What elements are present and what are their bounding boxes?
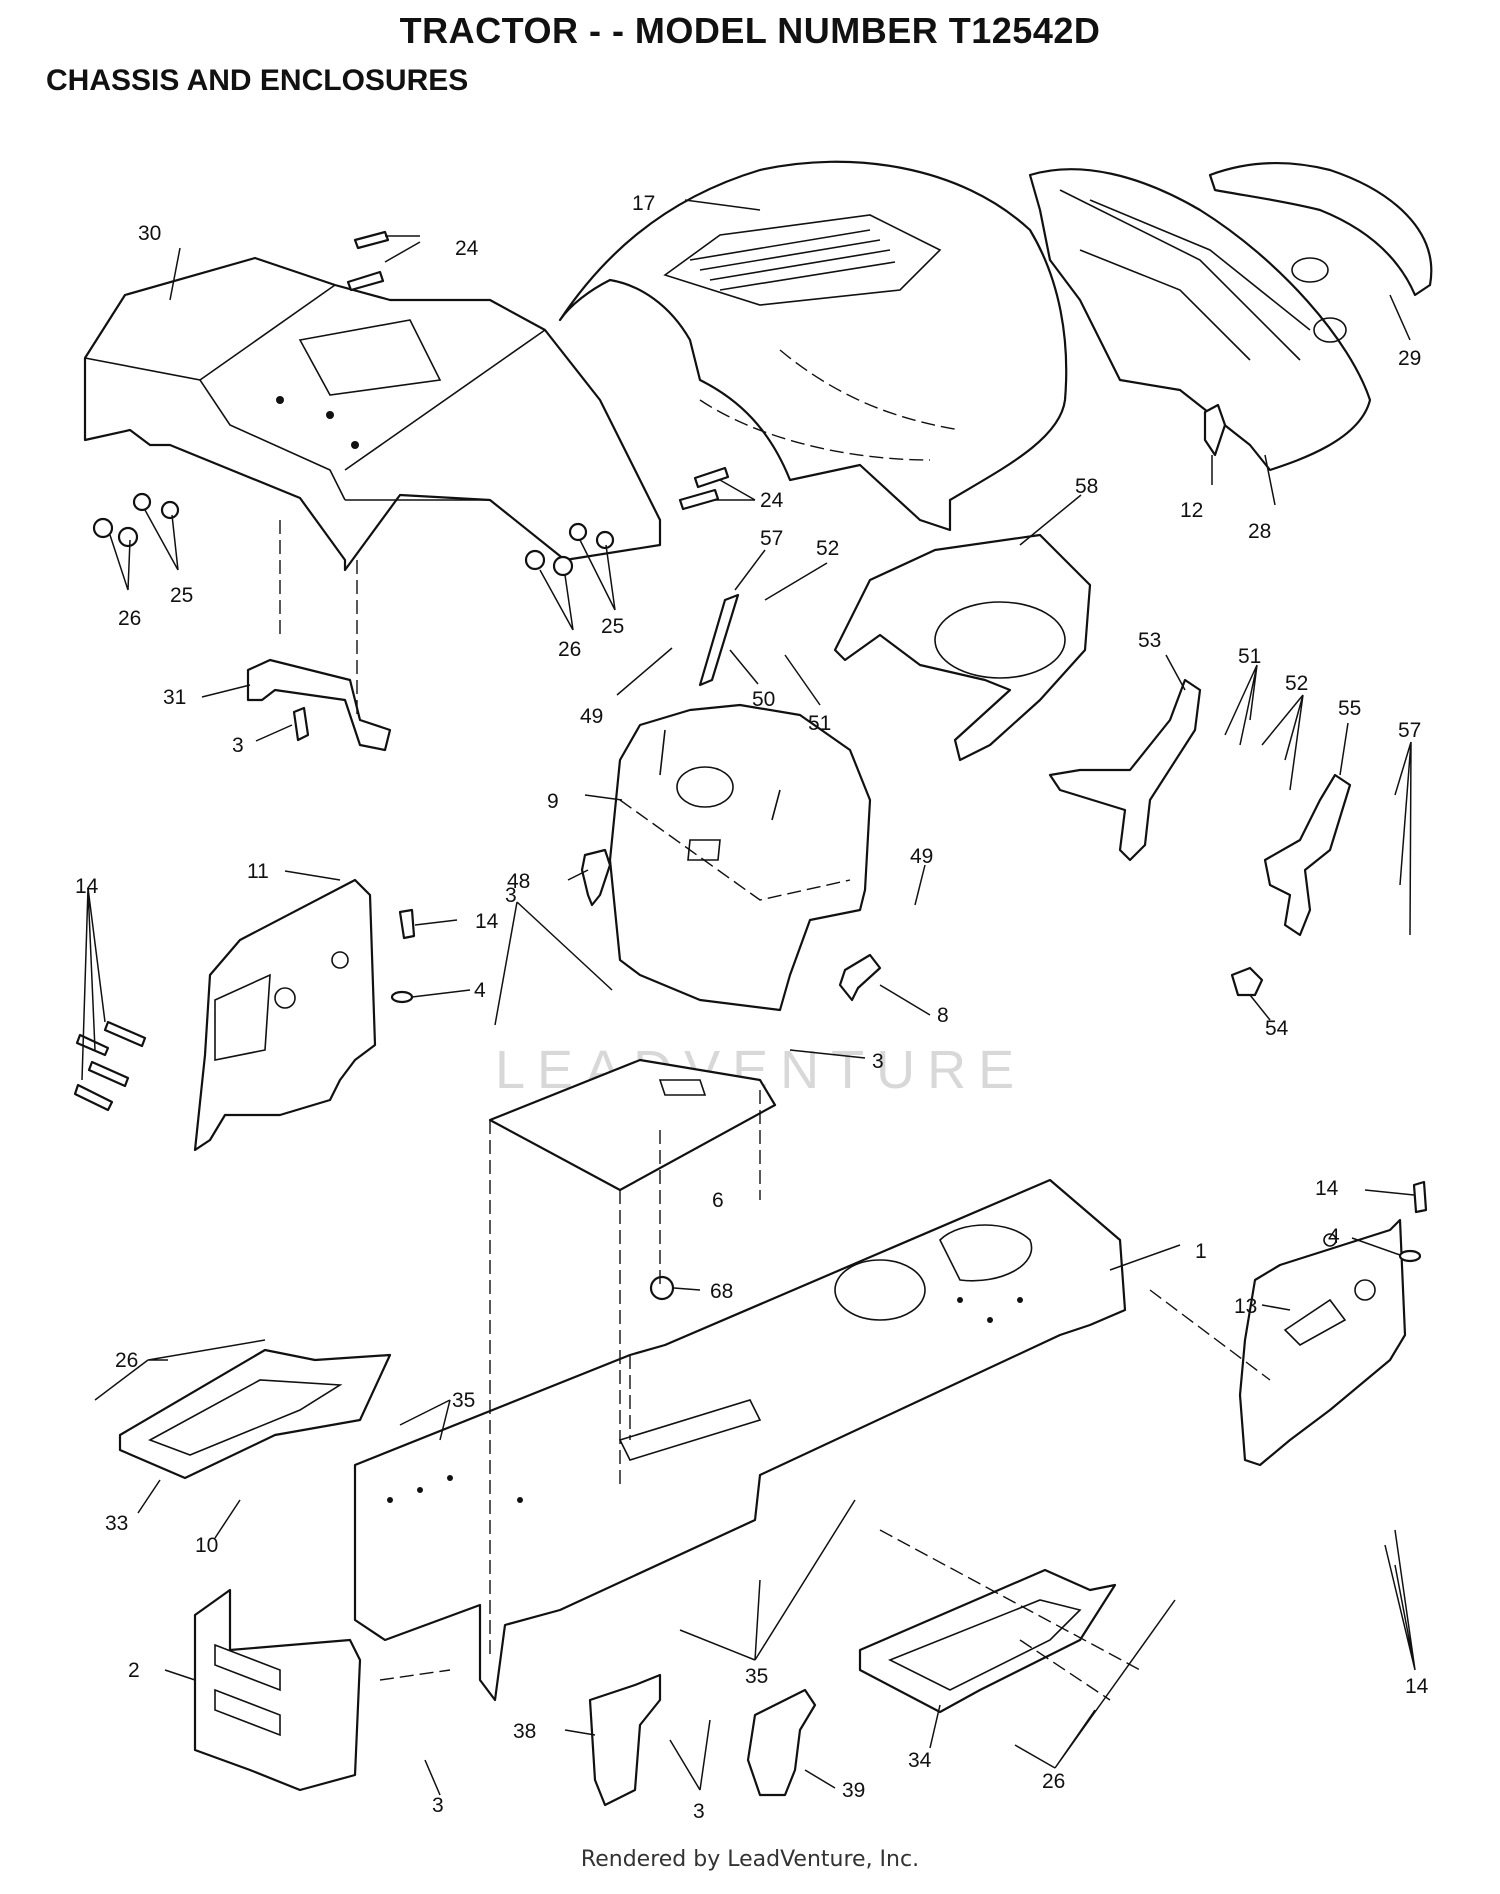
callout-14: 14 bbox=[1405, 1675, 1429, 1698]
callout-3: 3 bbox=[872, 1050, 884, 1073]
hardware-misc bbox=[73, 706, 1428, 1301]
callout-24: 24 bbox=[760, 489, 784, 512]
callout-10: 10 bbox=[195, 1534, 218, 1557]
callout-52: 52 bbox=[1285, 672, 1308, 695]
part-knob-54 bbox=[1230, 966, 1264, 997]
callout-3: 3 bbox=[232, 734, 244, 757]
callout-3: 3 bbox=[505, 884, 517, 907]
callout-49: 49 bbox=[910, 845, 933, 868]
part-hood bbox=[558, 160, 1068, 532]
part-side-panel-11 bbox=[193, 878, 377, 1152]
callout-25: 25 bbox=[170, 584, 193, 607]
part-footrest-33 bbox=[118, 1348, 392, 1480]
callout-26: 26 bbox=[115, 1349, 138, 1372]
footer-credit: Rendered by LeadVenture, Inc. bbox=[580, 1847, 920, 1872]
callout-25: 25 bbox=[601, 615, 624, 638]
callout-1: 1 bbox=[1195, 1240, 1207, 1263]
callout-50: 50 bbox=[752, 688, 775, 711]
callout-4: 4 bbox=[1328, 1225, 1340, 1248]
callout-33: 33 bbox=[105, 1512, 128, 1535]
callout-35: 35 bbox=[745, 1665, 768, 1688]
assembly-lines bbox=[279, 520, 1271, 1701]
leader-lines bbox=[81, 199, 1416, 1796]
callout-12: 12 bbox=[1180, 499, 1203, 522]
callout-30: 30 bbox=[138, 222, 161, 245]
bolt-24-group bbox=[346, 230, 730, 511]
part-side-panel-13 bbox=[1238, 1218, 1407, 1467]
callout-58: 58 bbox=[1075, 475, 1098, 498]
callout-31: 31 bbox=[163, 686, 186, 709]
callout-14: 14 bbox=[1315, 1177, 1339, 1200]
callout-26: 26 bbox=[118, 607, 141, 630]
part-frame-1 bbox=[353, 1178, 1127, 1702]
callout-34: 34 bbox=[908, 1749, 932, 1772]
callout-28: 28 bbox=[1248, 520, 1271, 543]
callout-4: 4 bbox=[474, 979, 486, 1002]
callout-38: 38 bbox=[513, 1720, 536, 1743]
callout-26: 26 bbox=[1042, 1770, 1065, 1793]
callout-57: 57 bbox=[760, 527, 783, 550]
callout-17: 17 bbox=[632, 192, 655, 215]
callout-8: 8 bbox=[937, 1004, 949, 1027]
callout-35: 35 bbox=[452, 1389, 475, 1412]
callout-51: 51 bbox=[1238, 645, 1261, 668]
callout-6: 6 bbox=[712, 1189, 724, 1212]
callout-53: 53 bbox=[1138, 629, 1161, 652]
callout-52: 52 bbox=[816, 537, 839, 560]
part-clip-8 bbox=[838, 953, 882, 1002]
part-links bbox=[698, 593, 1352, 937]
part-bracket-38 bbox=[588, 1673, 662, 1807]
part-dash-58 bbox=[833, 533, 1092, 762]
callout-39: 39 bbox=[842, 1779, 865, 1802]
callout-24: 24 bbox=[455, 237, 479, 260]
callout-51: 51 bbox=[808, 712, 831, 735]
callout-48: 48 bbox=[507, 870, 530, 893]
callout-68: 68 bbox=[710, 1280, 733, 1303]
callout-14: 14 bbox=[75, 875, 99, 898]
callout-29: 29 bbox=[1398, 347, 1421, 370]
callout-3: 3 bbox=[693, 1800, 705, 1823]
part-grille bbox=[1028, 168, 1372, 472]
callout-55: 55 bbox=[1338, 697, 1361, 720]
part-bracket-39 bbox=[746, 1688, 817, 1797]
nuts-washers-left bbox=[92, 492, 615, 577]
callout-labels: 30 24 17 29 24 12 28 26 25 26 25 57 52 5… bbox=[75, 192, 1429, 1823]
part-trim-29 bbox=[1208, 161, 1433, 297]
part-footrest-34 bbox=[858, 1568, 1117, 1714]
callout-54: 54 bbox=[1265, 1017, 1289, 1040]
section-title: CHASSIS AND ENCLOSURES bbox=[46, 64, 469, 97]
part-clip-12 bbox=[1203, 403, 1227, 457]
callout-2: 2 bbox=[128, 1659, 140, 1682]
callout-3: 3 bbox=[432, 1794, 444, 1817]
callout-11: 11 bbox=[247, 860, 269, 883]
callout-26: 26 bbox=[558, 638, 581, 661]
callout-9: 9 bbox=[547, 790, 559, 813]
part-fender bbox=[83, 256, 662, 572]
callout-13: 13 bbox=[1234, 1295, 1257, 1318]
callout-14: 14 bbox=[475, 910, 499, 933]
part-bracket-31 bbox=[246, 658, 392, 752]
part-bracket-2 bbox=[193, 1588, 362, 1792]
page-title: TRACTOR - - MODEL NUMBER T12542D bbox=[399, 10, 1101, 51]
callout-57: 57 bbox=[1398, 719, 1421, 742]
part-plunger-48 bbox=[580, 848, 612, 907]
part-dash-panel-9 bbox=[608, 703, 872, 1012]
callout-49: 49 bbox=[580, 705, 603, 728]
part-cover-plate-6 bbox=[488, 1058, 777, 1192]
